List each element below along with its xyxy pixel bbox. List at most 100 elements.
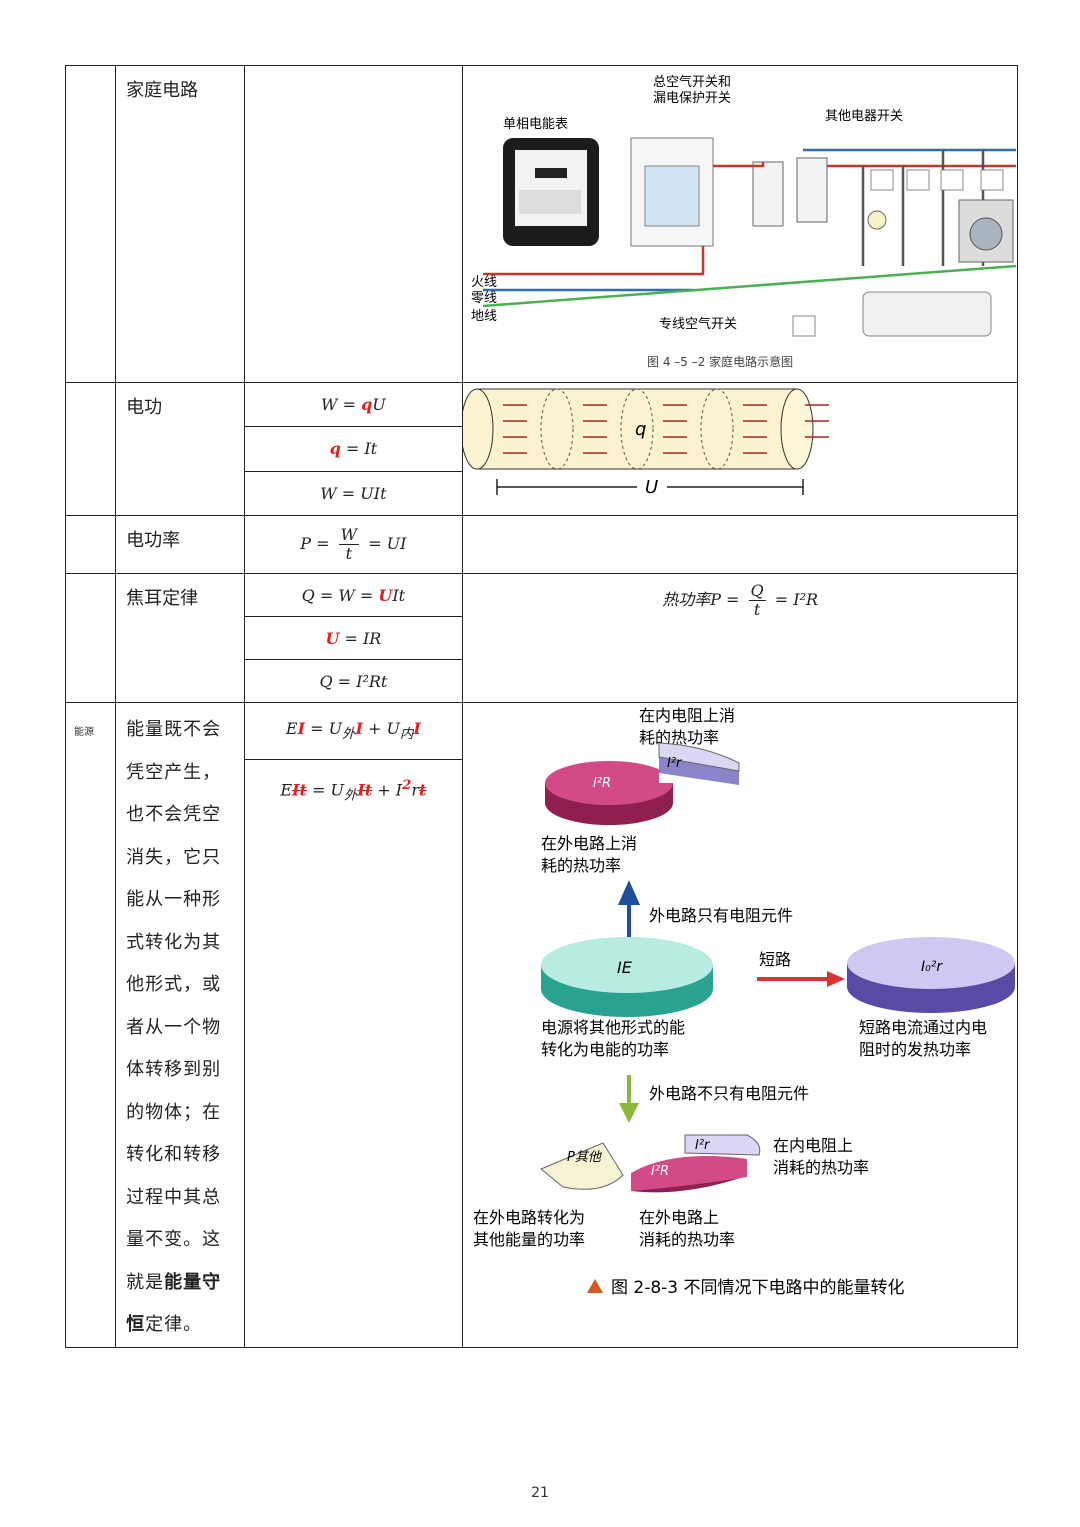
row-label-power: 电功率: [115, 515, 245, 574]
label-ground-wire: 地线: [471, 309, 497, 324]
label-main-switch: 总空气开关和: [653, 74, 731, 90]
formula-red-term: q: [361, 395, 373, 415]
label-neutral-wire: 零线: [471, 291, 497, 306]
formula-text: = U: [305, 719, 343, 738]
energy-transformation-figure: 在内电阻上消 耗的热功率 I²R I²r 在外电路上消 耗的热功率 外电路只有电…: [462, 702, 1018, 1348]
numerator: W: [338, 525, 360, 545]
formula-text: W =: [321, 395, 362, 415]
energy-transformation-diagram: 在内电阻上消 耗的热功率 I²R I²r 在外电路上消 耗的热功率 外电路只有电…: [473, 706, 1016, 1298]
formula-red-term: U: [325, 628, 340, 648]
pie-slice-icon: [631, 1156, 748, 1191]
subscript: 内: [400, 727, 414, 743]
energy-conservation-text: 能量既不会凭空产生，也不会凭空消失，它只能从一种形式转化为其他形式，或者从一个物…: [115, 702, 245, 1348]
short-disk-icon: [847, 937, 1016, 989]
air-conditioner-icon: [862, 291, 992, 337]
fig-text: 电源将其他形式的能: [541, 1018, 685, 1037]
fig-text: I²R: [651, 1164, 669, 1179]
row-label-joule: 焦耳定律: [115, 573, 245, 703]
fig-text: 耗的热功率: [541, 856, 621, 875]
socket-icon: [980, 169, 1004, 191]
figure-caption: 图 4 –5 –2 家庭电路示意图: [647, 354, 793, 369]
formula-text: E: [280, 780, 293, 800]
label-dedicated-switch: 专线空气开关: [659, 316, 737, 332]
household-circuit-figure: 总空气开关和 漏电保护开关 单相电能表 其他电器开关 火线 零线 地线 专线空气…: [462, 65, 1018, 383]
formula-energy-2: EIt = U外It + I2rt: [245, 760, 463, 810]
fig-text: 耗的热功率: [639, 728, 719, 747]
formula-red-term: q: [329, 439, 341, 459]
fig-text: I²r: [695, 1138, 711, 1153]
up-arrow-icon: [618, 880, 641, 941]
formula-red-term: t: [419, 780, 427, 800]
formula-red-term: I: [297, 719, 306, 738]
formula-text: + U: [362, 719, 401, 738]
formula-energy-1: EI = U外I + U内I: [244, 703, 463, 760]
pie-slice-icon: [684, 1134, 761, 1156]
formula-text: It: [392, 585, 406, 605]
socket-icon: [792, 315, 816, 337]
breaker-icon: [752, 161, 784, 227]
down-arrow-icon: [619, 1103, 640, 1123]
charge-label: q: [635, 419, 646, 440]
denominator: t: [753, 600, 761, 619]
paragraph-text: 定律。: [145, 1314, 203, 1335]
label-main-switch-2: 漏电保护开关: [653, 90, 731, 106]
fig-text: 消耗的热功率: [639, 1230, 735, 1249]
formula-text: = U: [306, 780, 344, 800]
charge-flow-diagram: q U: [460, 388, 830, 498]
formula-text: + I: [372, 780, 403, 800]
fig-text: 外电路只有电阻元件: [649, 906, 793, 925]
fig-text: IE: [617, 958, 633, 977]
energy-formula-cell: EI = U外I + U内I EIt = U外It + I2rt: [243, 702, 464, 1348]
formula-red-term: It: [357, 780, 373, 800]
fig-text: 在内电阻上消: [639, 706, 735, 725]
right-arrow-icon: [827, 971, 846, 987]
formula-text: U: [372, 395, 386, 415]
physics-table: 家庭电路: [64, 65, 1018, 1348]
formula-red-term: It: [292, 780, 307, 800]
household-circuit-diagram: 总空气开关和 漏电保护开关 单相电能表 其他电器开关 火线 零线 地线 专线空气…: [463, 66, 1017, 378]
formula-text: = I²R: [774, 590, 819, 609]
formula-work-2: q = It: [243, 426, 464, 472]
formula-text: E: [285, 719, 298, 738]
side-cell: [64, 573, 117, 703]
formula-text: 热功率P =: [662, 590, 740, 609]
subscript: 外: [343, 788, 358, 804]
denominator: t: [345, 544, 353, 563]
label-live-wire: 火线: [471, 275, 497, 290]
socket-icon: [940, 169, 964, 191]
fig-text: 外电路不只有电阻元件: [649, 1084, 809, 1103]
row-label-work: 电功: [115, 382, 245, 516]
label-other-switch: 其他电器开关: [825, 109, 903, 124]
fig-text: 短路电流通过内电: [859, 1018, 987, 1037]
formula-joule-3: Q = I²Rt: [243, 659, 464, 703]
bold-term: 能量守恒: [126, 1271, 222, 1336]
empty-cell: [462, 515, 1018, 574]
socket-icon: [906, 169, 930, 191]
fig-text: 其他能量的功率: [473, 1230, 585, 1249]
fig-text: 在内电阻上: [773, 1136, 853, 1155]
formula-text: = UI: [368, 534, 407, 553]
fig-text: I₀²r: [921, 959, 943, 975]
side-cell: [64, 515, 117, 574]
fig-text: 在外电路上: [639, 1208, 719, 1227]
formula-joule-2: U = IR: [243, 616, 464, 660]
fig-text: I²r: [667, 756, 683, 771]
figure-caption: 图 2-8-3 不同情况下电路中的能量转化: [611, 1278, 905, 1298]
formula-joule-1: Q = W = UIt: [243, 573, 464, 617]
formula-text: P =: [300, 534, 330, 553]
formula-red-term: I: [413, 719, 421, 738]
washing-machine-icon: [958, 199, 1014, 263]
fig-text: 消耗的热功率: [773, 1158, 869, 1177]
side-cell: [64, 65, 117, 383]
fig-text: 短路: [759, 950, 791, 969]
fig-text: P其他: [567, 1150, 603, 1165]
voltage-label: U: [645, 477, 658, 498]
formula-work-3: W = UIt: [243, 470, 464, 517]
formula-text: r: [411, 780, 420, 800]
bulb-icon: [867, 210, 887, 230]
formula-red-term: I: [355, 719, 363, 738]
